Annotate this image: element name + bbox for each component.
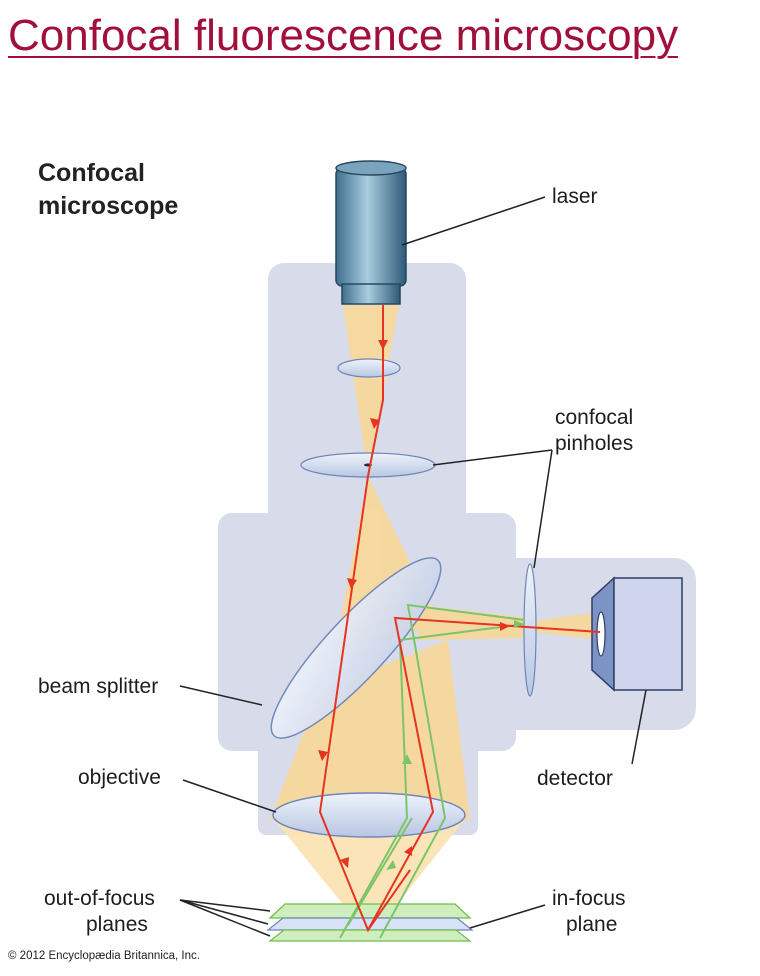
condenser-lens-icon xyxy=(337,358,401,378)
label-laser: laser xyxy=(552,185,598,208)
ray-arrowheads xyxy=(318,340,510,868)
label-leaders xyxy=(179,196,647,937)
detection-pinhole-icon xyxy=(523,563,537,697)
emission-arrowheads xyxy=(386,620,524,870)
excitation-ray xyxy=(318,305,601,933)
label-in-focus-line1: in-focus xyxy=(552,887,626,910)
label-confocal-pinholes-line1: confocal xyxy=(555,406,634,429)
label-out-of-focus-line1: out-of-focus xyxy=(44,887,155,910)
laser-icon xyxy=(335,160,407,305)
diagram-heading-line2: microscope xyxy=(38,192,179,220)
objective-lens-icon xyxy=(272,792,466,838)
label-out-of-focus-line2: planes xyxy=(86,913,148,936)
label-beam-splitter: beam splitter xyxy=(38,675,159,698)
page-title: Confocal fluorescence microscopy xyxy=(8,11,679,60)
label-objective: objective xyxy=(78,766,161,789)
diagram-heading: Confocal microscope xyxy=(38,157,178,223)
label-in-focus-line2: plane xyxy=(566,913,618,936)
copyright-notice: © 2012 Encyclopædia Britannica, Inc. xyxy=(8,950,200,962)
beam-splitter-icon xyxy=(270,557,442,739)
detector-icon xyxy=(591,576,683,692)
label-confocal-pinholes-line2: pinholes xyxy=(555,432,634,455)
specimen-planes xyxy=(266,903,474,942)
label-detector: detector xyxy=(537,767,613,790)
diagram-heading-line1: Confocal xyxy=(38,159,145,187)
